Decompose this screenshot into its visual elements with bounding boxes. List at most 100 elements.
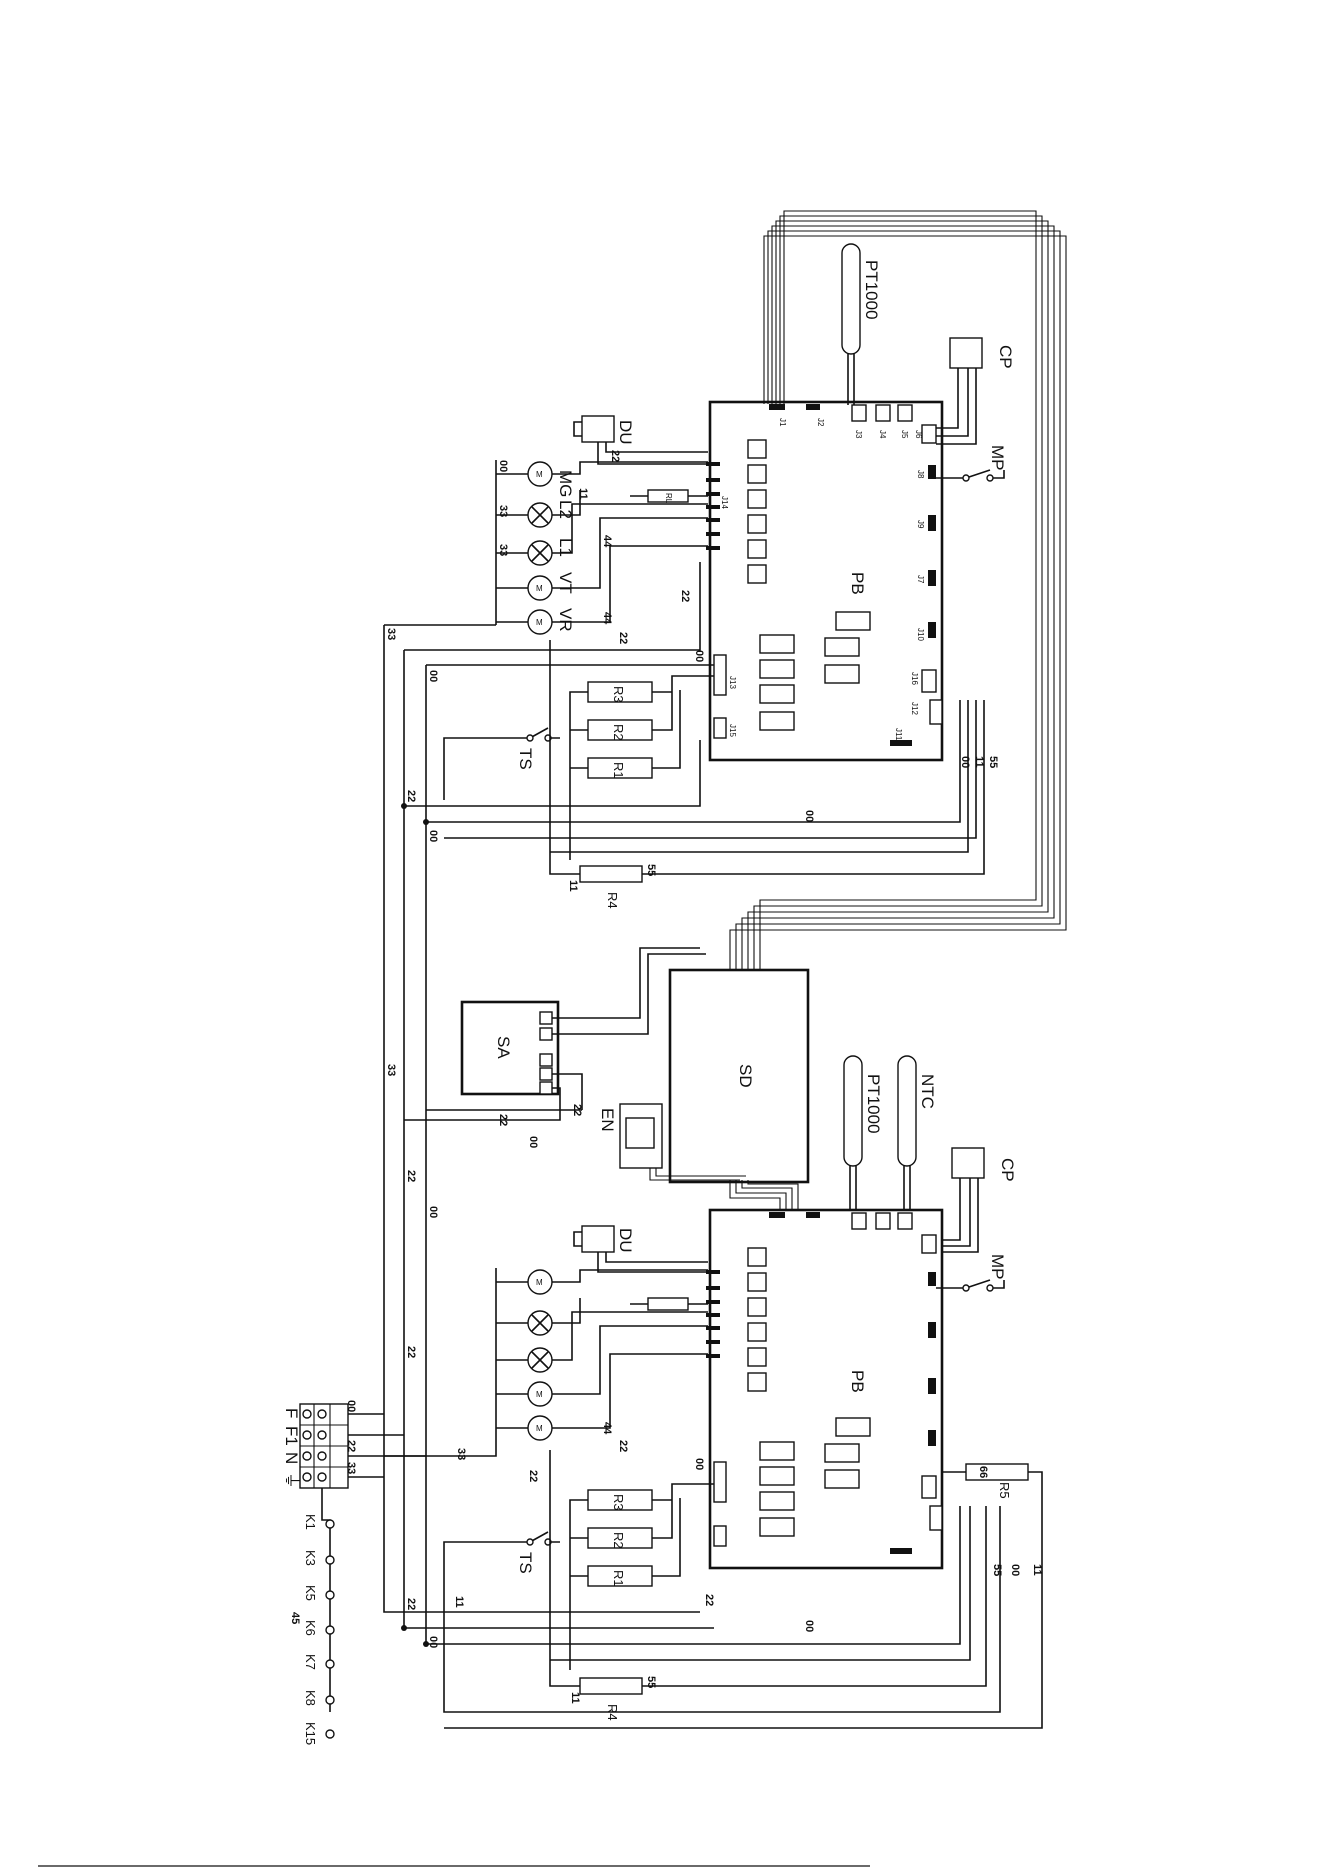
svg-text:M: M <box>536 1390 543 1399</box>
svg-text:M: M <box>536 1278 543 1287</box>
r5 <box>965 1463 1029 1481</box>
svg-text:F: F <box>282 1408 301 1418</box>
svg-text:33: 33 <box>345 1462 357 1474</box>
svg-text:33: 33 <box>385 628 397 640</box>
pb-bottom-relays <box>747 1247 871 1537</box>
svg-text:22: 22 <box>405 1170 417 1182</box>
svg-text:TS: TS <box>516 1552 535 1574</box>
svg-text:44: 44 <box>601 535 613 548</box>
svg-text:33: 33 <box>455 1448 467 1460</box>
svg-text:R5: R5 <box>997 1482 1012 1499</box>
svg-text:R1: R1 <box>611 1570 626 1587</box>
svg-text:00: 00 <box>427 1206 439 1218</box>
svg-text:CP: CP <box>998 1158 1017 1182</box>
r4-bottom <box>579 1677 643 1695</box>
svg-text:00: 00 <box>527 1136 539 1148</box>
svg-text:44: 44 <box>601 612 613 625</box>
svg-text:SD: SD <box>736 1064 755 1088</box>
ntc-probe <box>897 1055 917 1167</box>
svg-text:22: 22 <box>571 1104 583 1116</box>
resistors-top <box>587 681 653 779</box>
loads-bottom: M M M <box>527 1269 553 1441</box>
svg-text:⏚: ⏚ <box>282 1472 301 1489</box>
svg-text:33: 33 <box>385 1064 397 1076</box>
svg-text:00: 00 <box>1009 1564 1021 1576</box>
svg-text:22: 22 <box>609 450 621 462</box>
svg-text:22: 22 <box>527 1470 539 1482</box>
svg-text:J16: J16 <box>910 672 919 685</box>
pt1000-probe-mid <box>843 1055 863 1167</box>
svg-text:45: 45 <box>289 1612 301 1624</box>
svg-text:J6: J6 <box>914 430 923 439</box>
svg-text:VR: VR <box>556 608 575 632</box>
svg-text:11: 11 <box>1031 1564 1043 1576</box>
du-bottom <box>581 1225 615 1253</box>
svg-text:TS: TS <box>516 748 535 770</box>
du-top <box>581 415 615 443</box>
svg-text:J9: J9 <box>916 520 925 529</box>
svg-text:SA: SA <box>494 1036 513 1059</box>
svg-text:00: 00 <box>345 1400 357 1412</box>
svg-text:PB: PB <box>848 1370 867 1393</box>
svg-text:J8: J8 <box>916 470 925 479</box>
ribbon-top <box>729 210 1067 980</box>
svg-text:J4: J4 <box>878 430 887 439</box>
svg-text:44: 44 <box>601 1422 613 1435</box>
svg-text:22: 22 <box>617 632 629 644</box>
mp-switch-top <box>936 469 1005 479</box>
svg-text:22: 22 <box>345 1440 357 1452</box>
svg-text:J13: J13 <box>728 676 737 689</box>
pb-board-bottom <box>708 1208 944 1570</box>
svg-text:MP: MP <box>988 1254 1007 1280</box>
svg-text:MP: MP <box>988 445 1007 471</box>
svg-text:11: 11 <box>973 756 985 768</box>
pb-bottom-connectors <box>706 1212 943 1554</box>
sd-driver <box>668 968 810 1184</box>
svg-text:J11: J11 <box>894 728 903 741</box>
svg-text:00: 00 <box>427 670 439 682</box>
cp-top <box>949 337 983 369</box>
svg-text:R4: R4 <box>605 892 620 909</box>
svg-text:11: 11 <box>569 1692 581 1704</box>
r4-top <box>579 865 643 883</box>
svg-text:22: 22 <box>497 1114 509 1126</box>
svg-text:22: 22 <box>679 590 691 602</box>
svg-text:11: 11 <box>453 1596 465 1608</box>
relay-chain-line <box>321 1488 331 1712</box>
svg-text:K5: K5 <box>303 1585 318 1601</box>
svg-text:F1: F1 <box>282 1426 301 1446</box>
loads-top: M M M <box>527 461 553 635</box>
wire-numbers: 00 33 33 11 44 44 22 22 22 33 00 00 22 0… <box>345 450 1043 1704</box>
svg-text:22: 22 <box>703 1594 715 1606</box>
pb-board-top <box>708 400 944 762</box>
svg-text:J15: J15 <box>728 724 737 737</box>
svg-text:J12: J12 <box>910 702 919 715</box>
cp-bottom <box>951 1147 985 1179</box>
svg-text:K3: K3 <box>303 1550 318 1566</box>
svg-text:J2: J2 <box>816 418 825 427</box>
pb-label-top: PB <box>848 572 867 595</box>
svg-text:22: 22 <box>405 1346 417 1358</box>
svg-text:00: 00 <box>803 810 815 822</box>
svg-text:K6: K6 <box>303 1620 318 1636</box>
svg-text:00: 00 <box>427 1636 439 1648</box>
svg-text:55: 55 <box>645 1676 657 1688</box>
svg-text:00: 00 <box>427 830 439 842</box>
svg-text:R1: R1 <box>611 762 626 779</box>
svg-text:22: 22 <box>405 1598 417 1610</box>
resistors-bottom <box>587 1489 653 1587</box>
svg-text:K15: K15 <box>303 1722 318 1745</box>
svg-text:66: 66 <box>977 1466 989 1478</box>
rl-bottom <box>647 1297 689 1311</box>
svg-text:R3: R3 <box>611 686 626 703</box>
svg-text:K8: K8 <box>303 1690 318 1706</box>
svg-text:R2: R2 <box>611 1532 626 1549</box>
svg-text:J1: J1 <box>778 418 787 427</box>
svg-text:33: 33 <box>497 544 509 556</box>
ts-switch-top <box>443 727 560 800</box>
svg-text:00: 00 <box>959 756 971 768</box>
svg-text:M: M <box>536 584 543 593</box>
svg-text:N: N <box>282 1452 301 1464</box>
svg-text:DU: DU <box>616 420 635 445</box>
